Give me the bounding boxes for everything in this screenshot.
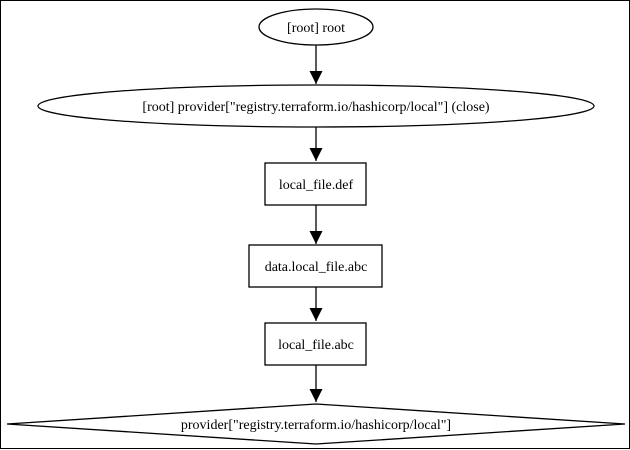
node-provider-close[interactable]: [root] provider["registry.terraform.io/h… — [37, 84, 595, 128]
node-provider-label: provider["registry.terraform.io/hashicor… — [181, 418, 451, 433]
node-data-local-file-abc-label: data.local_file.abc — [265, 260, 368, 275]
node-root[interactable]: [root] root — [258, 8, 374, 46]
node-provider-close-ellipse — [37, 84, 595, 128]
node-local-file-def[interactable]: local_file.def — [264, 162, 367, 206]
node-root-ellipse — [258, 8, 374, 46]
node-provider-diamond — [6, 403, 626, 445]
node-data-local-file-abc[interactable]: data.local_file.abc — [248, 244, 383, 288]
node-provider-close-label: [root] provider["registry.terraform.io/h… — [142, 100, 490, 115]
node-local-file-abc-label: local_file.abc — [278, 338, 354, 353]
node-provider[interactable]: provider["registry.terraform.io/hashicor… — [6, 403, 626, 445]
node-local-file-def-box — [264, 162, 367, 206]
node-local-file-def-label: local_file.def — [279, 178, 354, 193]
node-data-local-file-abc-box — [248, 244, 383, 288]
node-root-label: [root] root — [287, 21, 345, 36]
node-local-file-abc[interactable]: local_file.abc — [264, 322, 367, 366]
node-local-file-abc-box — [264, 322, 367, 366]
